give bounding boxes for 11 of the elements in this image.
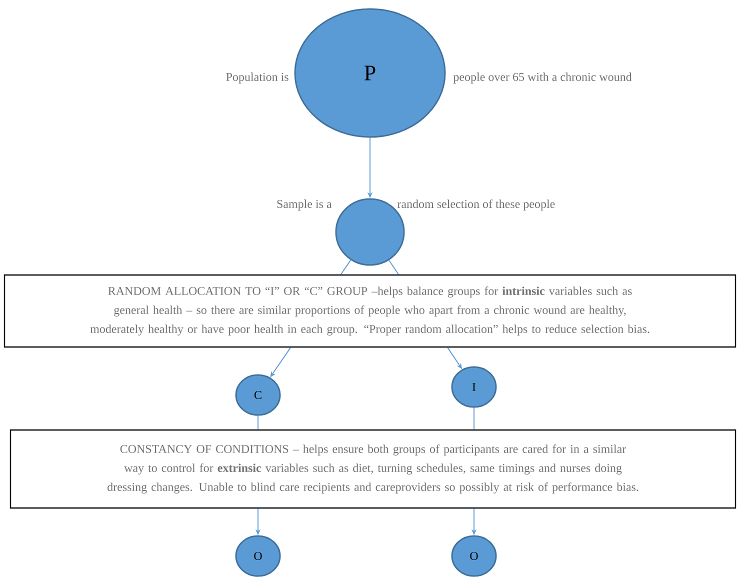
circle-node: P	[294, 8, 446, 138]
side-label: random selection of these people	[397, 200, 555, 210]
circle-node: O	[235, 535, 281, 577]
circle-node: I	[451, 366, 497, 408]
text-box: RANDOM ALLOCATION TO “I” OR “C” GROUP –helps balance groups for intrinsic variables such as general health – so there are similar proportions of people who apart from a chronic wound are healthy, moderately healthy or have poor health in each group. “Proper random allocation” helps to reduce selection bias.	[4, 274, 736, 348]
circle-node: C	[235, 374, 281, 416]
text-box: CONSTANCY OF CONDITIONS – helps ensure both groups of participants are cared for in a similar way to control for extrinsic variables such as diet, turning schedules, same timings and nurses doing dressing changes. Unable to blind care recipients and careproviders so possibly at risk of performance bias.	[10, 429, 736, 509]
circle-node: O	[451, 535, 497, 577]
side-label: Population is	[226, 72, 288, 84]
side-label: Sample is a	[277, 200, 332, 210]
side-label: people over 65 with a chronic wound	[453, 72, 632, 84]
